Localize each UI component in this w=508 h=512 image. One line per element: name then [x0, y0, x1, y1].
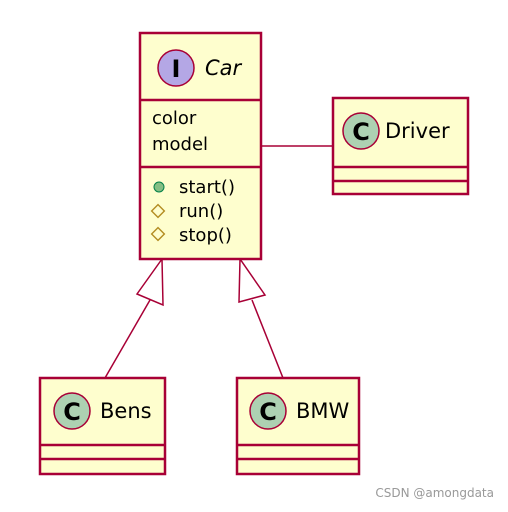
method-run: run() [179, 201, 223, 222]
class-bens[interactable]: C Bens [38, 376, 167, 476]
method-start: start() [179, 177, 235, 198]
class-bmw[interactable]: C BMW [235, 376, 361, 476]
class-stereotype-icon [342, 112, 380, 150]
attribute-model: model [152, 134, 208, 155]
interface-car[interactable]: I Car color model start() run() stop() [138, 31, 263, 261]
class-name: Driver [385, 119, 450, 143]
class-stereotype-icon [53, 392, 91, 430]
class-name: BMW [296, 399, 350, 423]
watermark-text: CSDN @amongdata [375, 486, 494, 500]
class-name: Bens [100, 399, 152, 423]
inheritance-bens-car [104, 256, 164, 379]
class-stereotype-letter: C [352, 118, 370, 146]
attribute-color: color [152, 108, 197, 129]
interface-name: Car [205, 56, 243, 80]
interface-stereotype-icon [157, 49, 195, 87]
class-stereotype-letter: C [63, 398, 81, 426]
method-stop: stop() [179, 225, 232, 246]
class-stereotype-icon [249, 392, 287, 430]
public-method-icon [153, 181, 165, 193]
class-stereotype-letter: C [259, 398, 277, 426]
inheritance-bmw-car [238, 256, 284, 379]
class-driver[interactable]: C Driver [331, 96, 470, 196]
protected-method-icon [150, 203, 166, 219]
protected-method-icon [150, 226, 166, 242]
interface-stereotype-letter: I [172, 55, 181, 83]
